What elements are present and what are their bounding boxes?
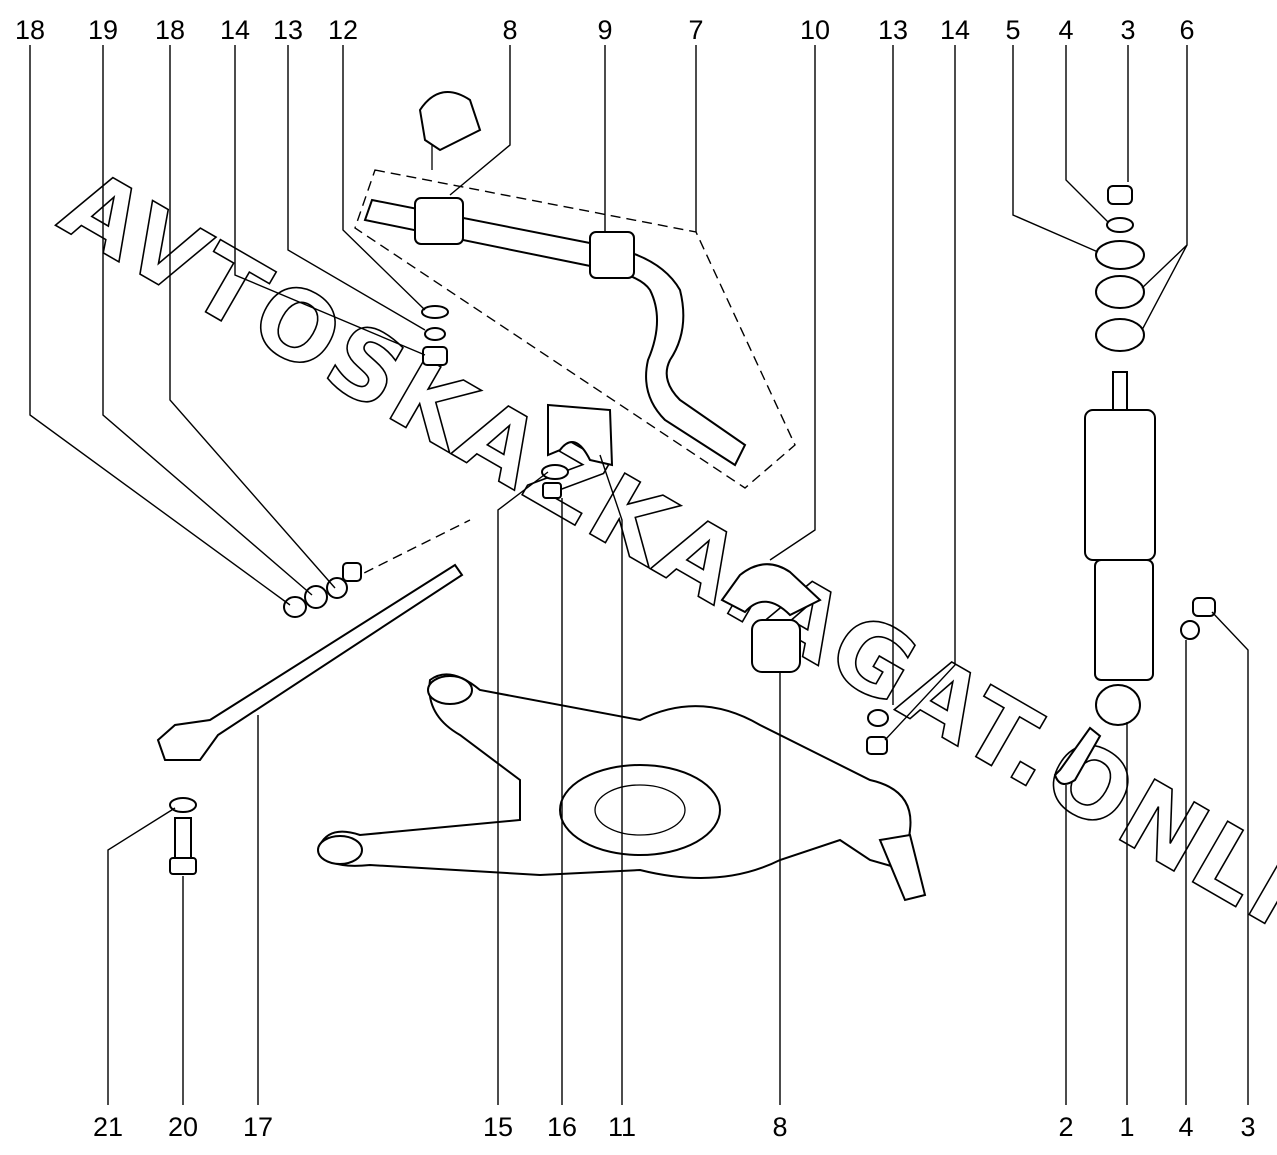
callout-top-6: 6 xyxy=(1179,15,1194,45)
callout-bottom-11: 11 xyxy=(608,1112,636,1142)
callout-bottom-17: 17 xyxy=(243,1112,273,1142)
leader-line-top-14 xyxy=(884,45,956,741)
shock-cushion-6a xyxy=(1095,275,1145,309)
washer-15 xyxy=(541,464,569,480)
leader-line-top-18 xyxy=(29,45,291,606)
shock-cushion-6b xyxy=(1095,318,1145,352)
arm-bushing-front xyxy=(427,675,473,705)
leader-line-bottom-15 xyxy=(497,471,549,1105)
leader-line-bottom-21 xyxy=(107,807,176,1105)
washer-13 xyxy=(424,327,446,341)
shock-lower-body xyxy=(1094,559,1154,681)
leader-line-top-10 xyxy=(769,45,816,561)
shock-nut-3b xyxy=(1192,597,1216,617)
washer-19 xyxy=(304,585,328,609)
arm-spring-seat-inner xyxy=(594,784,686,836)
bracket-top xyxy=(418,91,482,152)
callout-top-8: 8 xyxy=(502,15,517,45)
nut-14c xyxy=(866,736,888,755)
clamp-11 xyxy=(547,403,614,467)
callout-top-7: 7 xyxy=(688,15,703,45)
stabilizer-assembly-outline xyxy=(354,169,796,489)
bar-bushing-9 xyxy=(589,231,635,279)
callout-top-13: 13 xyxy=(273,15,303,45)
leader-lines xyxy=(29,45,1249,1105)
bushing-8-lower xyxy=(751,619,801,673)
leader-line-bottom-3 xyxy=(1211,611,1249,1105)
shock-bolt-2 xyxy=(1053,726,1102,785)
washer-18b xyxy=(326,577,348,599)
washer-12 xyxy=(421,305,449,319)
parts-drawing xyxy=(156,91,1216,902)
leader-line-top-18 xyxy=(169,45,336,589)
callout-bottom-20: 20 xyxy=(168,1112,198,1142)
shock-rod xyxy=(1112,371,1128,413)
leader-line-top-8 xyxy=(449,45,511,196)
stabilizer-bar xyxy=(363,198,747,467)
nut-18a xyxy=(283,596,307,618)
leader-line-bottom-11 xyxy=(599,454,623,1105)
nut-14b xyxy=(342,562,362,582)
shock-washer-5 xyxy=(1095,240,1145,270)
leader-line-top-19 xyxy=(102,45,313,596)
callout-top-13: 13 xyxy=(878,15,908,45)
nut-13b xyxy=(867,709,889,727)
callouts-top: 18 19 18 14 13 12 8 9 7 10 13 14 5 4 3 6 xyxy=(15,15,1195,45)
callout-bottom-21: 21 xyxy=(93,1112,123,1142)
bolt-20-head xyxy=(169,857,197,875)
leader-line-top-6 xyxy=(1141,45,1188,331)
leader-line-top-4 xyxy=(1065,45,1109,223)
shock-washer-4b xyxy=(1180,620,1200,640)
washer-21 xyxy=(169,797,197,813)
nut-16 xyxy=(542,482,562,499)
callout-top-14: 14 xyxy=(940,15,970,45)
leader-line-top-12 xyxy=(342,45,426,311)
leader-line-top-5 xyxy=(1012,45,1099,253)
shock-nut-3 xyxy=(1107,185,1133,205)
callout-top-3: 3 xyxy=(1120,15,1135,45)
callout-top-9: 9 xyxy=(597,15,612,45)
callout-bottom-4: 4 xyxy=(1178,1112,1193,1142)
callout-top-5: 5 xyxy=(1005,15,1020,45)
shock-washer-4 xyxy=(1106,217,1134,233)
callout-top-14: 14 xyxy=(220,15,250,45)
callout-top-10: 10 xyxy=(800,15,830,45)
arm-spring-seat xyxy=(559,764,721,856)
callout-top-18: 18 xyxy=(15,15,45,45)
callout-top-19: 19 xyxy=(88,15,118,45)
bolt-20-shank xyxy=(174,817,192,861)
callout-bottom-15: 15 xyxy=(483,1112,513,1142)
callout-bottom-3: 3 xyxy=(1240,1112,1255,1142)
callout-bottom-2: 2 xyxy=(1058,1112,1073,1142)
leader-line-top-13 xyxy=(287,45,426,331)
callout-top-4: 4 xyxy=(1058,15,1073,45)
shock-upper-body xyxy=(1084,409,1156,561)
leader-line-top-14 xyxy=(234,45,426,356)
callout-top-12: 12 xyxy=(328,15,358,45)
callout-bottom-1: 1 xyxy=(1119,1112,1134,1142)
clamp-10 xyxy=(720,563,822,617)
callout-bottom-16: 16 xyxy=(547,1112,577,1142)
arm-bushing-rear xyxy=(317,835,363,865)
callout-bottom-8: 8 xyxy=(772,1112,787,1142)
callout-top-18: 18 xyxy=(155,15,185,45)
bar-bushing-8 xyxy=(414,197,464,245)
nut-14 xyxy=(422,346,448,366)
link-rod-17 xyxy=(156,563,464,761)
ball-joint xyxy=(878,833,927,902)
shock-eye-1 xyxy=(1095,684,1141,726)
rod-axis xyxy=(349,519,471,581)
